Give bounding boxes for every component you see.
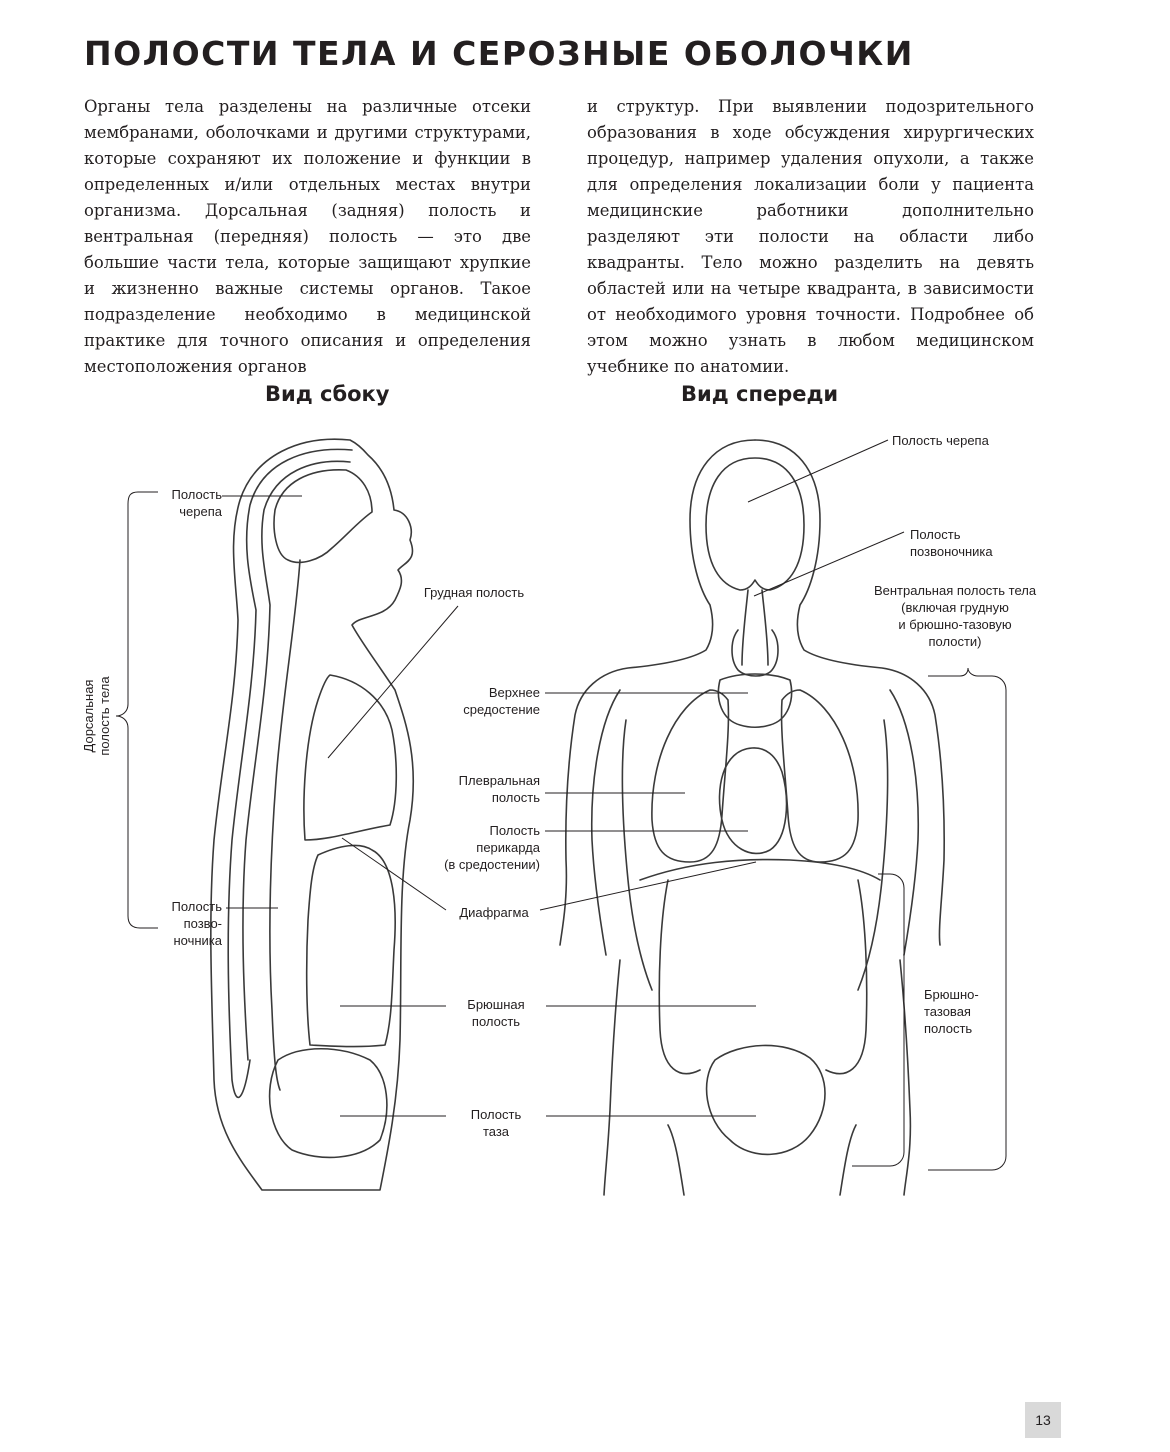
front-label-ventral-cavity: Вентральная полость тела(включая грудную…	[860, 582, 1050, 650]
side-body-outline	[211, 439, 413, 1190]
side-label-thoracic-cavity: Грудная полость	[408, 584, 540, 601]
label-diaphragm: Диафрагма	[446, 904, 542, 921]
front-body-outline	[560, 440, 944, 1195]
front-label-cranial-cavity: Полость черепа	[892, 432, 989, 449]
page-number: 13	[1025, 1402, 1061, 1438]
